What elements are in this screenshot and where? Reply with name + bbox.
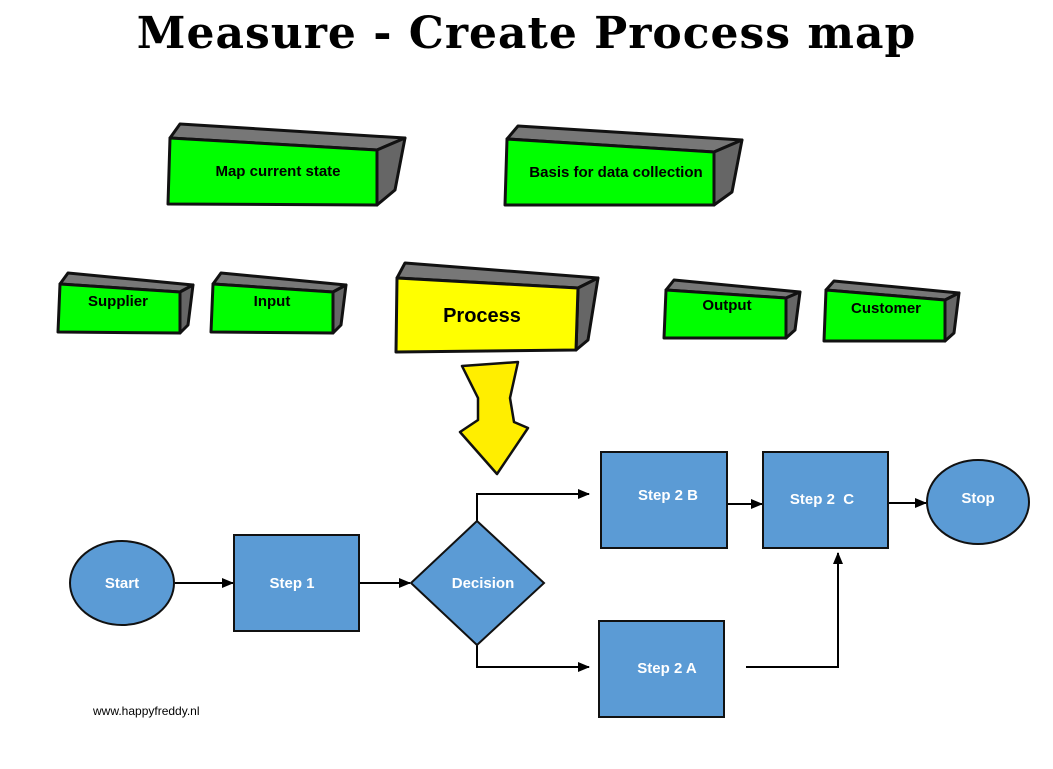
connector-decision-step2a xyxy=(476,645,590,672)
flow-label-stop: Stop xyxy=(961,490,994,507)
big-down-arrow-icon xyxy=(458,360,530,476)
block-basis-data-collection: Basis for data collection xyxy=(503,124,744,207)
footer-credit: www.happyfreddy.nl xyxy=(93,704,200,718)
flow-step2b: Step 2 B xyxy=(600,451,728,549)
flow-label-step2a: Step 2 A xyxy=(637,660,697,677)
flow-label-step1: Step 1 xyxy=(269,575,314,592)
flow-step2a: Step 2 A xyxy=(598,620,725,718)
block-supplier: Supplier xyxy=(56,271,195,335)
flow-start: Start xyxy=(69,540,175,626)
flow-label-start: Start xyxy=(105,575,139,592)
page-title: Measure - Create Process map xyxy=(136,8,917,59)
flow-label-step2c: Step 2 C xyxy=(790,491,854,508)
block-output: Output xyxy=(662,278,802,340)
block-label-map-current-state: Map current state xyxy=(215,163,340,180)
block-customer: Customer xyxy=(822,279,961,343)
flow-stop: Stop xyxy=(926,459,1030,545)
flow-step2c: Step 2 C xyxy=(762,451,889,549)
block-map-current-state: Map current state xyxy=(166,122,407,207)
flow-step1: Step 1 xyxy=(233,534,360,632)
flow-label-decision: Decision xyxy=(452,575,515,592)
flow-decision: Decision xyxy=(409,519,546,647)
block-label-input: Input xyxy=(254,293,291,310)
block-label-customer: Customer xyxy=(851,300,921,317)
block-process: Process xyxy=(394,261,600,354)
block-label-output: Output xyxy=(702,297,751,314)
block-label-process: Process xyxy=(443,305,521,327)
flow-label-step2b: Step 2 B xyxy=(638,487,698,504)
block-label-basis-data-collection: Basis for data collection xyxy=(529,164,702,181)
connector-decision-step2b xyxy=(476,489,590,521)
connector-step2a-step2c xyxy=(746,552,843,668)
block-label-supplier: Supplier xyxy=(88,293,148,310)
block-input: Input xyxy=(209,271,348,335)
